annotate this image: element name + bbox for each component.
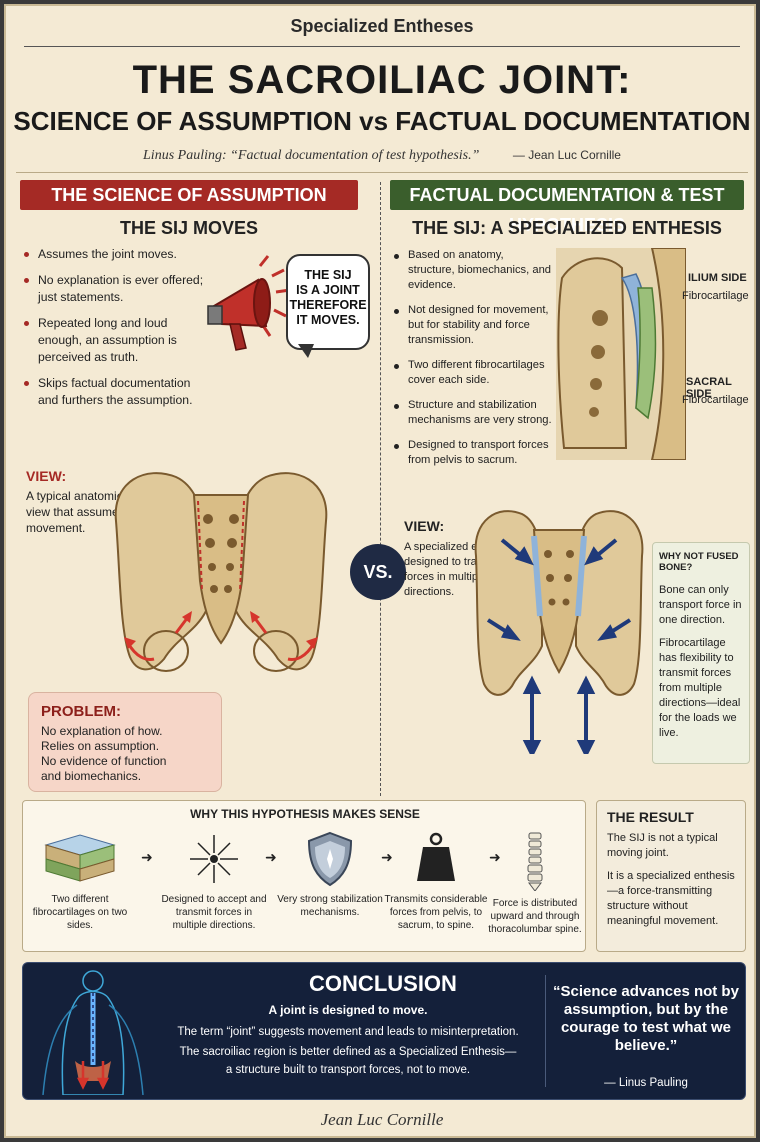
vs-badge: VS.: [350, 544, 406, 600]
documentation-bullet: Based on anatomy, structure, biomechanic…: [392, 248, 552, 293]
why-not-fused-text: Fibrocartilage has flexibility to transm…: [659, 637, 741, 739]
step-arrow-icon: ➜: [381, 849, 393, 865]
speech-bubble-line: IT MOVES.: [296, 313, 360, 327]
result-text: It is a specialized enthesis—a force-tra…: [607, 870, 735, 927]
infographic-page: Specialized Entheses THE SACROILIAC JOIN…: [4, 4, 756, 1138]
header-divider: [16, 172, 748, 173]
assumption-bullet: Assumes the joint moves.: [22, 246, 212, 263]
ilium-side-label: ILIUM SIDE: [688, 272, 747, 284]
header-quote: Linus Pauling: “Factual documentation of…: [6, 148, 754, 164]
documentation-subhead: THE SIJ: A SPECIALIZED ENTHESIS: [412, 218, 722, 238]
result-box: THE RESULT The SIJ is not a typical movi…: [596, 800, 746, 952]
hypothesis-step-caption: Very strong stabilization mechanisms.: [277, 894, 383, 918]
hypothesis-panel: WHY THIS HYPOTHESIS MAKES SENSE Two diff…: [22, 800, 586, 952]
documentation-bullet-list: Based on anatomy, structure, biomechanic…: [392, 248, 552, 478]
hypothesis-step-caption: Two different fibrocartilages on two sid…: [32, 894, 128, 931]
why-not-fused-title: WHY NOT FUSED BONE?: [659, 551, 739, 573]
assumption-bullet: No explanation is ever offered; just sta…: [22, 272, 212, 306]
hypothesis-step: Designed to accept and transmit forces i…: [161, 827, 267, 932]
spine-icon: [527, 832, 543, 891]
step-arrow-icon: ➜: [489, 849, 501, 865]
enthesis-pelvis-illustration: [474, 510, 644, 754]
assumption-bullet: Repeated long and loud enough, an assump…: [22, 315, 212, 366]
result-text: The SIJ is not a typical moving joint.: [607, 832, 718, 859]
problem-line: No evidence of function: [41, 754, 167, 768]
header-quote-author: — Jean Luc Cornille: [512, 148, 621, 162]
hypothesis-panel-title: WHY THIS HYPOTHESIS MAKES SENSE: [190, 807, 420, 821]
hypothesis-step: Force is distributed upward and through …: [485, 827, 585, 936]
conclusion-line: a structure built to transport forces, n…: [225, 1064, 471, 1076]
top-label: Specialized Entheses: [290, 16, 474, 36]
documentation-banner: FACTUAL DOCUMENTATION & TEST HYPOTHESIS: [390, 180, 744, 235]
weight-icon: [417, 832, 455, 881]
hypothesis-step: Very strong stabilization mechanisms.: [277, 827, 383, 919]
hypothesis-step: Two different fibrocartilages on two sid…: [27, 827, 133, 932]
body-xray-illustration: [42, 970, 144, 1095]
conclusion-line: The term “joint” suggests movement and l…: [177, 1026, 519, 1038]
why-not-fused-box: WHY NOT FUSED BONE? Bone can only transp…: [652, 542, 750, 764]
step-arrow-icon: ➜: [141, 849, 153, 865]
conclusion-divider: [545, 975, 546, 1087]
sacral-side-sublabel: Fibrocartilage: [682, 394, 749, 406]
documentation-bullet: Not designed for movement, but for stabi…: [392, 303, 552, 348]
speech-bubble-line: THE SIJ: [304, 268, 352, 282]
ilium-side-sublabel: Fibrocartilage: [682, 290, 749, 302]
footer-signature: Jean Luc Cornille: [320, 1110, 444, 1129]
column-divider: [380, 182, 381, 796]
assumption-view-text: A typical anatomical view that assumes m…: [26, 489, 133, 535]
conclusion-line: The sacroiliac region is better defined …: [179, 1046, 517, 1058]
top-divider: [24, 46, 740, 47]
documentation-bullet: Designed to transport forces from pelvis…: [392, 438, 552, 468]
conclusion-quote-author: — Linus Pauling: [604, 1077, 688, 1089]
sacral-side-label: SACRAL SIDE: [686, 376, 732, 400]
conclusion-title: CONCLUSION: [309, 971, 457, 996]
speech-bubble: THE SIJ IS A JOINT THEREFORE IT MOVES.: [286, 254, 370, 350]
documentation-bullet: Two different fibrocartilages cover each…: [392, 358, 552, 388]
sacroiliac-closeup-illustration: [556, 248, 686, 460]
assumption-bullet: Skips factual documentation and furthers…: [22, 375, 212, 409]
hypothesis-step-caption: Transmits considerable forces from pelvi…: [384, 894, 488, 931]
assumption-banner: THE SCIENCE OF ASSUMPTION: [20, 180, 358, 210]
header-quote-text: Linus Pauling: “Factual documentation of…: [143, 148, 480, 163]
hypothesis-step: Transmits considerable forces from pelvi…: [383, 827, 489, 932]
speech-bubble-tail: [298, 344, 314, 358]
assumption-view-label: VIEW:: [26, 468, 67, 484]
problem-line: No explanation of how.: [41, 724, 163, 738]
why-not-fused-text: Bone can only transport force in one dir…: [659, 584, 742, 626]
documentation-bullet: Structure and stabilization mechanisms a…: [392, 398, 552, 428]
shield-icon: [307, 831, 353, 887]
main-title: THE SACROILIAC JOINT:: [132, 58, 632, 102]
result-title: THE RESULT: [607, 809, 694, 825]
conclusion-panel: CONCLUSION A joint is designed to move. …: [22, 962, 746, 1100]
documentation-view-label: VIEW:: [404, 518, 445, 534]
pelvis-illustration: [114, 472, 328, 672]
layered-tissue-icon: [44, 834, 116, 882]
megaphone-icon: [207, 255, 291, 351]
main-subtitle: SCIENCE OF ASSUMPTION vs FACTUAL DOCUMEN…: [13, 106, 751, 136]
problem-title: PROBLEM:: [41, 703, 121, 720]
hypothesis-step-caption: Force is distributed upward and through …: [488, 898, 582, 935]
conclusion-line: A joint is designed to move.: [268, 1003, 428, 1017]
speech-bubble-line: THEREFORE: [289, 298, 367, 312]
assumption-subhead: THE SIJ MOVES: [119, 218, 259, 238]
problem-box: PROBLEM: No explanation of how. Relies o…: [28, 692, 222, 792]
step-arrow-icon: ➜: [265, 849, 277, 865]
multidirectional-arrows-icon: [190, 835, 238, 883]
problem-list: No explanation of how. Relies on assumpt…: [41, 724, 209, 784]
speech-bubble-line: IS A JOINT: [296, 283, 360, 297]
problem-line: and biomechanics.: [41, 769, 142, 783]
assumption-bullet-list: Assumes the joint moves. No explanation …: [22, 246, 212, 418]
conclusion-quote: “Science advances not by assumption, but…: [553, 983, 739, 1054]
hypothesis-step-caption: Designed to accept and transmit forces i…: [161, 894, 267, 931]
problem-line: Relies on assumption.: [41, 739, 160, 753]
